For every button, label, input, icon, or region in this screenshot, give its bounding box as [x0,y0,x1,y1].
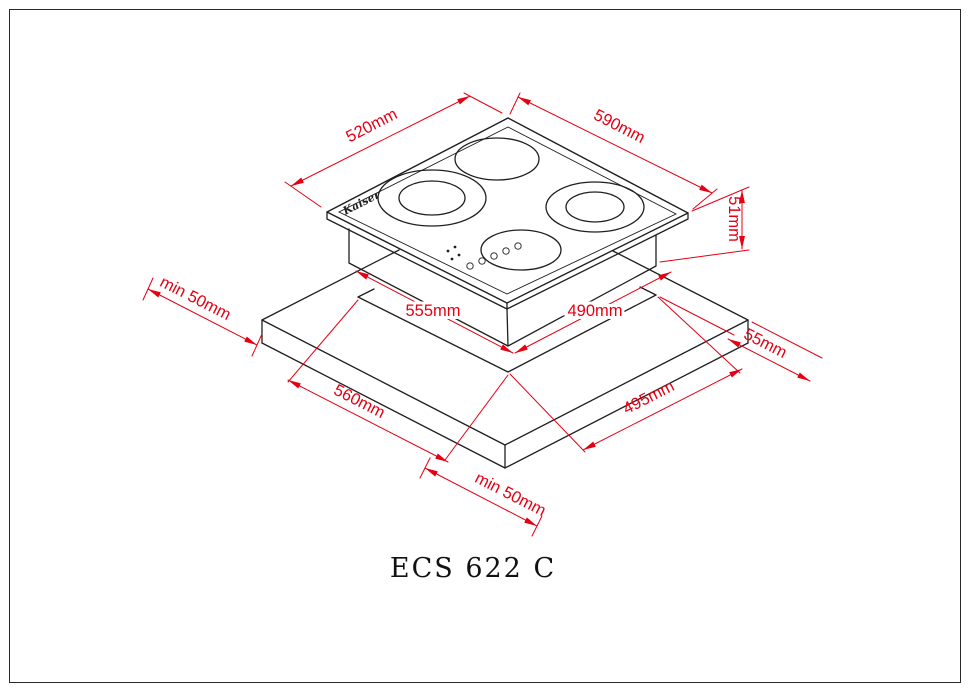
dimension-line [514,271,672,354]
touch-control [490,252,498,260]
dimension-line [147,288,258,346]
dim-label-body-width: 555mm [405,302,460,320]
indicator-dot [450,257,454,261]
dim-label-height: 51mm [725,196,743,242]
dimension-body-width: 555mm [355,270,514,354]
indicator-dot [457,253,461,257]
touch-control [514,242,522,250]
countertop-front-edges [261,319,749,446]
body-front-corner-edge [506,308,509,347]
dimension-line [355,270,514,354]
dim-label-cutout-width: 560mm [331,381,388,422]
extension-lines [509,296,741,453]
countertop-rear-right-edge [612,250,749,321]
page-border [9,9,961,683]
countertop-rear-left-edge [261,249,400,321]
dimension-body-depth: 490mm [514,271,672,354]
dimension-line [727,338,811,382]
burner-front [480,229,562,271]
dimension-line [582,368,743,451]
dim-label-side-clearance: 55mm [741,325,790,362]
dimension-line [287,379,449,463]
glass-top-surface [326,117,689,304]
extension-lines [659,296,823,359]
dim-label-clearance-left: min 50mm [157,273,234,324]
dim-label-glass-depth: 590mm [591,106,648,147]
extension-lines [287,299,509,461]
dim-label-body-depth: 490mm [567,302,622,320]
extension-lines [509,92,718,210]
indicator-dot [453,245,457,249]
touch-control [502,247,510,255]
dim-label-cutout-depth: 495mm [620,377,677,418]
dimension-line [290,95,471,187]
dimension-line [424,467,538,527]
dimension-line [517,96,713,194]
touch-control [478,257,486,265]
dimension-clearance-left: min 50mm [142,273,263,357]
dimension-side-clearance: 55mm [659,296,823,382]
indicator-dot [446,249,450,253]
dimension-cutout-depth: 495mm [509,296,743,453]
dimension-clearance-front: min 50mm [419,457,549,537]
touch-control [466,262,474,270]
model-label: ECS 622 C [390,553,556,584]
dimension-height: 51mm [659,186,750,263]
control-panel [446,242,522,270]
dimension-cutout-width: 560mm [287,299,509,463]
dim-label-glass-width: 520mm [343,105,400,146]
cooktop: Kaiser [326,117,689,347]
